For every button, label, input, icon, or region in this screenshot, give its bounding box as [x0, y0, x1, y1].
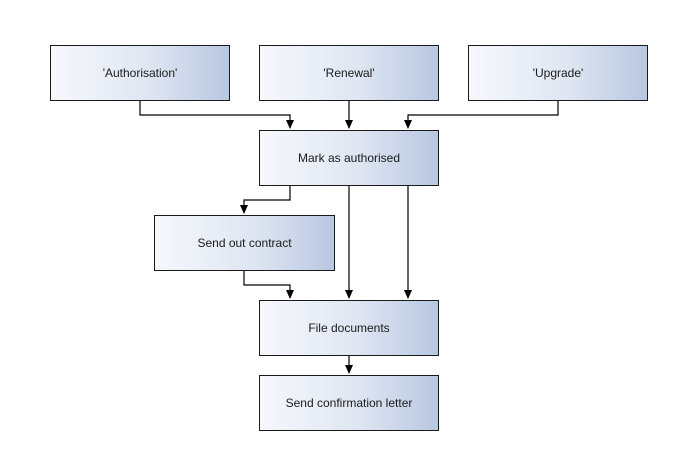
node-send-confirmation-letter[interactable]: Send confirmation letter [259, 375, 439, 431]
node-upgrade-label: 'Upgrade' [532, 66, 584, 80]
node-mark-as-authorised[interactable]: Mark as authorised [259, 130, 439, 186]
node-authorisation[interactable]: 'Authorisation' [50, 45, 230, 101]
edge-authorisation-to-mark [139, 101, 294, 129]
node-upgrade[interactable]: 'Upgrade' [468, 45, 648, 101]
edge-mark-to-contract [240, 186, 291, 214]
node-send-out-contract[interactable]: Send out contract [154, 215, 335, 271]
node-send-confirmation-letter-label: Send confirmation letter [285, 396, 413, 410]
node-send-out-contract-label: Send out contract [197, 236, 292, 250]
node-file-documents[interactable]: File documents [259, 300, 439, 356]
node-mark-as-authorised-label: Mark as authorised [297, 151, 401, 165]
node-renewal[interactable]: 'Renewal' [259, 45, 439, 101]
node-file-documents-label: File documents [308, 321, 390, 335]
edge-upgrade-to-mark [404, 101, 559, 129]
node-authorisation-label: 'Authorisation' [102, 66, 178, 80]
edge-contract-to-file [243, 271, 294, 299]
node-renewal-label: 'Renewal' [323, 66, 375, 80]
